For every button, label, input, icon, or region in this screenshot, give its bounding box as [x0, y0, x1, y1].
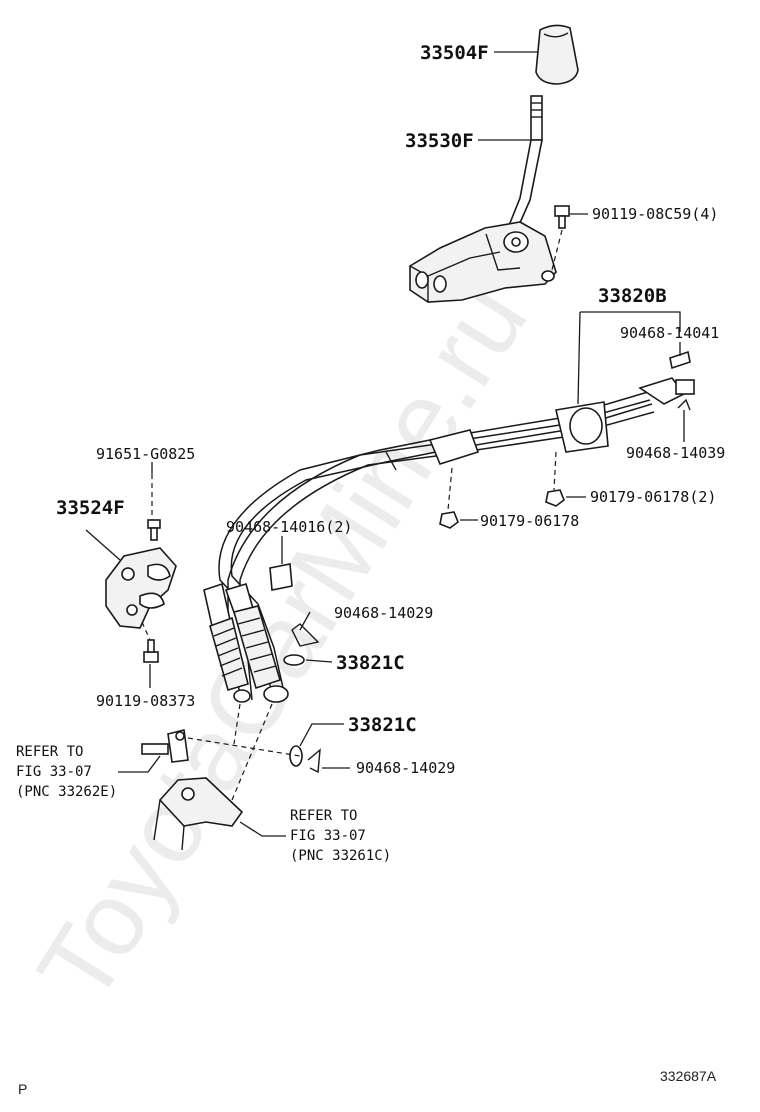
lever-base	[153, 777, 244, 851]
label-90468-14029-lower: 90468-14029	[356, 759, 455, 777]
shift-lever	[506, 95, 543, 234]
label-90179-06178: 90179-06178	[480, 512, 579, 530]
washer-upper	[283, 654, 305, 666]
nut-b	[439, 511, 459, 529]
label-90468-14016: 90468-14016(2)	[226, 518, 352, 536]
ref-right-line2: FIG 33-07	[290, 828, 366, 844]
label-90179-06178-2: 90179-06178(2)	[590, 488, 716, 506]
label-33504f: 33504F	[420, 42, 489, 64]
label-90119-08373: 90119-08373	[96, 692, 195, 710]
bolt-bracket-top	[147, 519, 161, 541]
label-33821c-upper: 33821C	[336, 652, 405, 674]
label-90468-14041: 90468-14041	[620, 324, 719, 342]
footer-right: 332687A	[660, 1068, 717, 1084]
ref-left-line2: FIG 33-07	[16, 764, 92, 780]
clip-14039	[677, 398, 691, 411]
cable-end-left	[203, 582, 251, 703]
label-33530f: 33530F	[405, 130, 474, 152]
ref-right-line3: (PNC 33261C)	[290, 848, 391, 864]
label-33524f: 33524F	[56, 497, 125, 519]
bolt-top	[551, 205, 570, 271]
watermark: ToyotaCarMine.ru	[16, 265, 549, 1023]
label-33821c-lower: 33821C	[348, 714, 417, 736]
shift-knob	[535, 24, 579, 85]
label-90468-14029-upper: 90468-14029	[334, 604, 433, 622]
bolt-bracket-bottom	[143, 639, 159, 663]
shift-lever-housing	[409, 221, 557, 303]
cable-end-right	[224, 583, 289, 703]
clip-14041	[669, 350, 691, 370]
label-33820b: 33820B	[598, 285, 667, 307]
footer-left: P	[18, 1081, 27, 1097]
washer-lower	[289, 745, 303, 767]
label-90468-14039: 90468-14039	[626, 444, 725, 462]
ref-right-line1: REFER TO	[290, 808, 357, 824]
clip-14029-lower	[307, 748, 321, 774]
cable-assembly	[218, 377, 695, 701]
bracket	[105, 547, 177, 629]
label-90119-08c59: 90119-08C59(4)	[592, 205, 718, 223]
clip-14016	[269, 563, 293, 591]
nut-a	[545, 489, 565, 507]
clip-14029-upper	[291, 623, 320, 647]
label-91651-g0825: 91651-G0825	[96, 445, 195, 463]
ref-left-line1: REFER TO	[16, 744, 83, 760]
ref-left-line3: (PNC 33262E)	[16, 784, 117, 800]
selector-pin	[141, 729, 189, 763]
